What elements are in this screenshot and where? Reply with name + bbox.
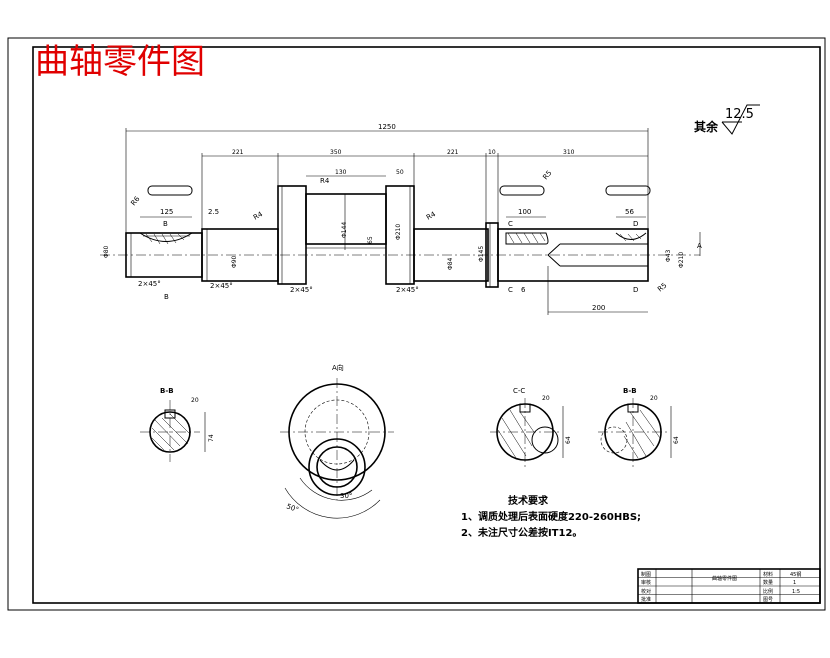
section-bb-left: B-B 20 74 bbox=[140, 387, 215, 462]
dim-r6: R6 bbox=[129, 195, 141, 208]
inner-frame bbox=[32, 46, 821, 604]
tb-r3c3: 比例 bbox=[763, 588, 773, 595]
tb-r4c1: 批准 bbox=[641, 596, 651, 603]
dim-56: 56 bbox=[625, 208, 634, 216]
dim-350: 350 bbox=[330, 149, 342, 156]
dim-chamfer-b: 2×45° bbox=[210, 282, 233, 290]
section-label-d-bottom: D bbox=[633, 286, 638, 294]
section-bb-left-width: 20 bbox=[191, 397, 199, 404]
tb-r1c3: 材料 bbox=[763, 571, 773, 578]
tb-part-name: 曲轴零件图 bbox=[712, 575, 737, 582]
dimension-lines: 1250 221 350 221 10 310 130 50 125 2.5 1… bbox=[103, 123, 702, 315]
section-label-c-top: C bbox=[508, 220, 513, 228]
shaft-main-view bbox=[100, 185, 700, 288]
section-dd-title: B-B bbox=[623, 387, 637, 395]
tb-r1c4: 45钢 bbox=[790, 571, 801, 578]
roughness-symbol: 其余 12.5 bbox=[694, 104, 760, 135]
dim-chamfer-c: 2×45° bbox=[290, 286, 313, 294]
roughness-label: 其余 bbox=[694, 119, 719, 134]
dim-r5-left: R5 bbox=[541, 169, 553, 181]
section-label-b-top: B bbox=[163, 220, 168, 228]
dim-65: 65 bbox=[367, 236, 374, 244]
notes-item-1: 1、调质处理后表面硬度220-260HBS; bbox=[461, 510, 641, 523]
dim-130: 130 bbox=[335, 169, 347, 176]
section-cc-height: 64 bbox=[565, 436, 572, 444]
title-block: 制图 审核 校对 批准 曲轴零件图 材料 45钢 数量 1 比例 1:5 图号 bbox=[637, 568, 821, 604]
section-bb-left-height: 74 bbox=[208, 434, 215, 442]
dim-dia-144: Φ144 bbox=[341, 222, 348, 238]
section-label-d-top: D bbox=[633, 220, 638, 228]
outer-frame bbox=[7, 37, 826, 611]
view-a: A向 50° 30° bbox=[280, 363, 394, 519]
tb-r4c3: 图号 bbox=[763, 597, 773, 603]
dim-dia-43: Φ43 bbox=[665, 249, 672, 262]
dim-chamfer-d: 2×45° bbox=[396, 286, 419, 294]
dim-100: 100 bbox=[518, 208, 531, 216]
dim-221-b: 221 bbox=[447, 149, 459, 156]
view-a-angle-50: 50° bbox=[285, 502, 299, 514]
dim-2-5: 2.5 bbox=[208, 208, 219, 216]
section-label-b-bottom: B bbox=[164, 293, 169, 301]
dim-10: 10 bbox=[488, 149, 496, 156]
section-cc-width: 20 bbox=[542, 395, 550, 402]
tb-r2c3: 数量 bbox=[763, 579, 773, 586]
notes-item-2: 2、未注尺寸公差按IT12。 bbox=[461, 526, 582, 539]
section-dd-width: 20 bbox=[650, 395, 658, 402]
tb-r2c4: 1 bbox=[793, 580, 796, 586]
tb-r1c1: 制图 bbox=[641, 571, 651, 578]
dim-50: 50 bbox=[396, 169, 404, 176]
dim-r4-a: R4 bbox=[252, 210, 265, 222]
tb-r2c1: 审核 bbox=[641, 579, 651, 586]
tb-r3c4: 1:5 bbox=[792, 589, 800, 595]
dim-200: 200 bbox=[592, 304, 605, 312]
dim-dia-145: Φ145 bbox=[478, 246, 485, 262]
tb-r3c1: 校对 bbox=[641, 588, 651, 595]
page-title: 曲轴零件图 bbox=[35, 42, 205, 82]
dim-dia-80: Φ80 bbox=[103, 245, 110, 258]
section-dd-height: 64 bbox=[673, 436, 680, 444]
roughness-value: 12.5 bbox=[725, 107, 754, 122]
section-cc: C-C 20 64 bbox=[490, 387, 572, 470]
dim-6: 6 bbox=[521, 286, 526, 294]
dim-dia-210-b: Φ210 bbox=[678, 252, 685, 268]
section-bb-left-title: B-B bbox=[160, 387, 174, 395]
section-label-c-bottom: C bbox=[508, 286, 513, 294]
dim-125: 125 bbox=[160, 208, 173, 216]
dim-221-a: 221 bbox=[232, 149, 244, 156]
notes-heading: 技术要求 bbox=[508, 494, 549, 507]
dim-310: 310 bbox=[563, 149, 575, 156]
section-cc-title: C-C bbox=[513, 387, 525, 395]
section-dd: B-B 20 64 bbox=[598, 387, 680, 470]
view-arrow-a: A bbox=[697, 242, 702, 250]
dim-total-length: 1250 bbox=[378, 123, 396, 131]
dim-dia-210-a: Φ210 bbox=[395, 224, 402, 240]
technical-notes: 技术要求 1、调质处理后表面硬度220-260HBS; 2、未注尺寸公差按IT1… bbox=[461, 494, 641, 539]
dim-dia-90: Φ90 bbox=[231, 255, 238, 268]
dim-r4-b: R4 bbox=[320, 177, 330, 185]
dim-chamfer-a: 2×45° bbox=[138, 280, 161, 288]
view-a-title: A向 bbox=[332, 363, 344, 372]
dim-dia-84: Φ84 bbox=[447, 257, 454, 270]
dim-r5-right: R5 bbox=[656, 281, 668, 293]
view-a-angle-30: 30° bbox=[340, 492, 352, 500]
dim-r4-c: R4 bbox=[425, 210, 438, 222]
